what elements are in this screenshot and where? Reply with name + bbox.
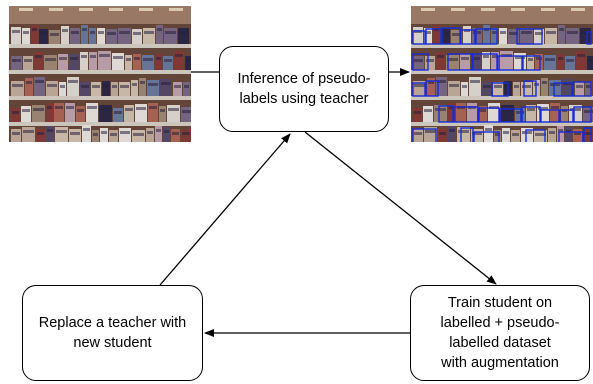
node-train-student: Train student on labelled + pseudo- labe… bbox=[410, 285, 590, 381]
pseudo-label-box bbox=[521, 106, 541, 123]
edge-teacher-to-train bbox=[304, 131, 497, 285]
pseudo-label-box bbox=[473, 131, 500, 142]
pseudo-label-box bbox=[586, 31, 592, 45]
pseudo-label-box bbox=[540, 109, 560, 123]
pseudo-label-box bbox=[573, 106, 592, 123]
pseudo-label-box bbox=[558, 131, 584, 142]
pseudo-label-box bbox=[491, 82, 509, 97]
pseudo-label-box bbox=[425, 80, 439, 97]
node-replace-teacher: Replace a teacher with new student bbox=[22, 285, 203, 381]
pseudo-label-box bbox=[438, 105, 454, 123]
pseudo-label-box bbox=[412, 53, 429, 71]
pseudo-label-box bbox=[583, 127, 592, 142]
pseudo-label-box bbox=[497, 55, 523, 71]
pseudo-label-box bbox=[412, 30, 426, 45]
pseudo-label-box bbox=[522, 55, 541, 71]
pseudo-label-box bbox=[525, 129, 546, 142]
pseudo-label-box bbox=[478, 107, 500, 123]
pseudo-label-box bbox=[516, 28, 543, 45]
shelf-image-input bbox=[9, 6, 191, 142]
pseudo-label-box bbox=[425, 28, 442, 45]
pseudo-label-box bbox=[412, 82, 426, 97]
edge-replace-to-teacher bbox=[159, 133, 291, 286]
pseudo-label-box bbox=[559, 109, 574, 123]
shelf-image-pseudo-labelled bbox=[411, 6, 593, 142]
pseudo-label-box bbox=[441, 27, 461, 45]
pseudo-label-box bbox=[553, 82, 573, 97]
pseudo-label-box bbox=[472, 53, 498, 71]
pseudo-label-box bbox=[447, 53, 473, 71]
pseudo-label-box bbox=[523, 80, 537, 97]
pseudo-label-box bbox=[412, 128, 437, 142]
pseudo-label-box bbox=[460, 29, 476, 45]
pseudo-label-box bbox=[572, 81, 592, 97]
pseudo-label-box bbox=[499, 108, 522, 123]
pseudo-label-box bbox=[453, 106, 479, 123]
pseudo-label-box bbox=[460, 127, 474, 142]
pseudo-label-box bbox=[475, 28, 498, 45]
node-teacher-inference: Inference of pseudo- labels using teache… bbox=[219, 46, 389, 132]
